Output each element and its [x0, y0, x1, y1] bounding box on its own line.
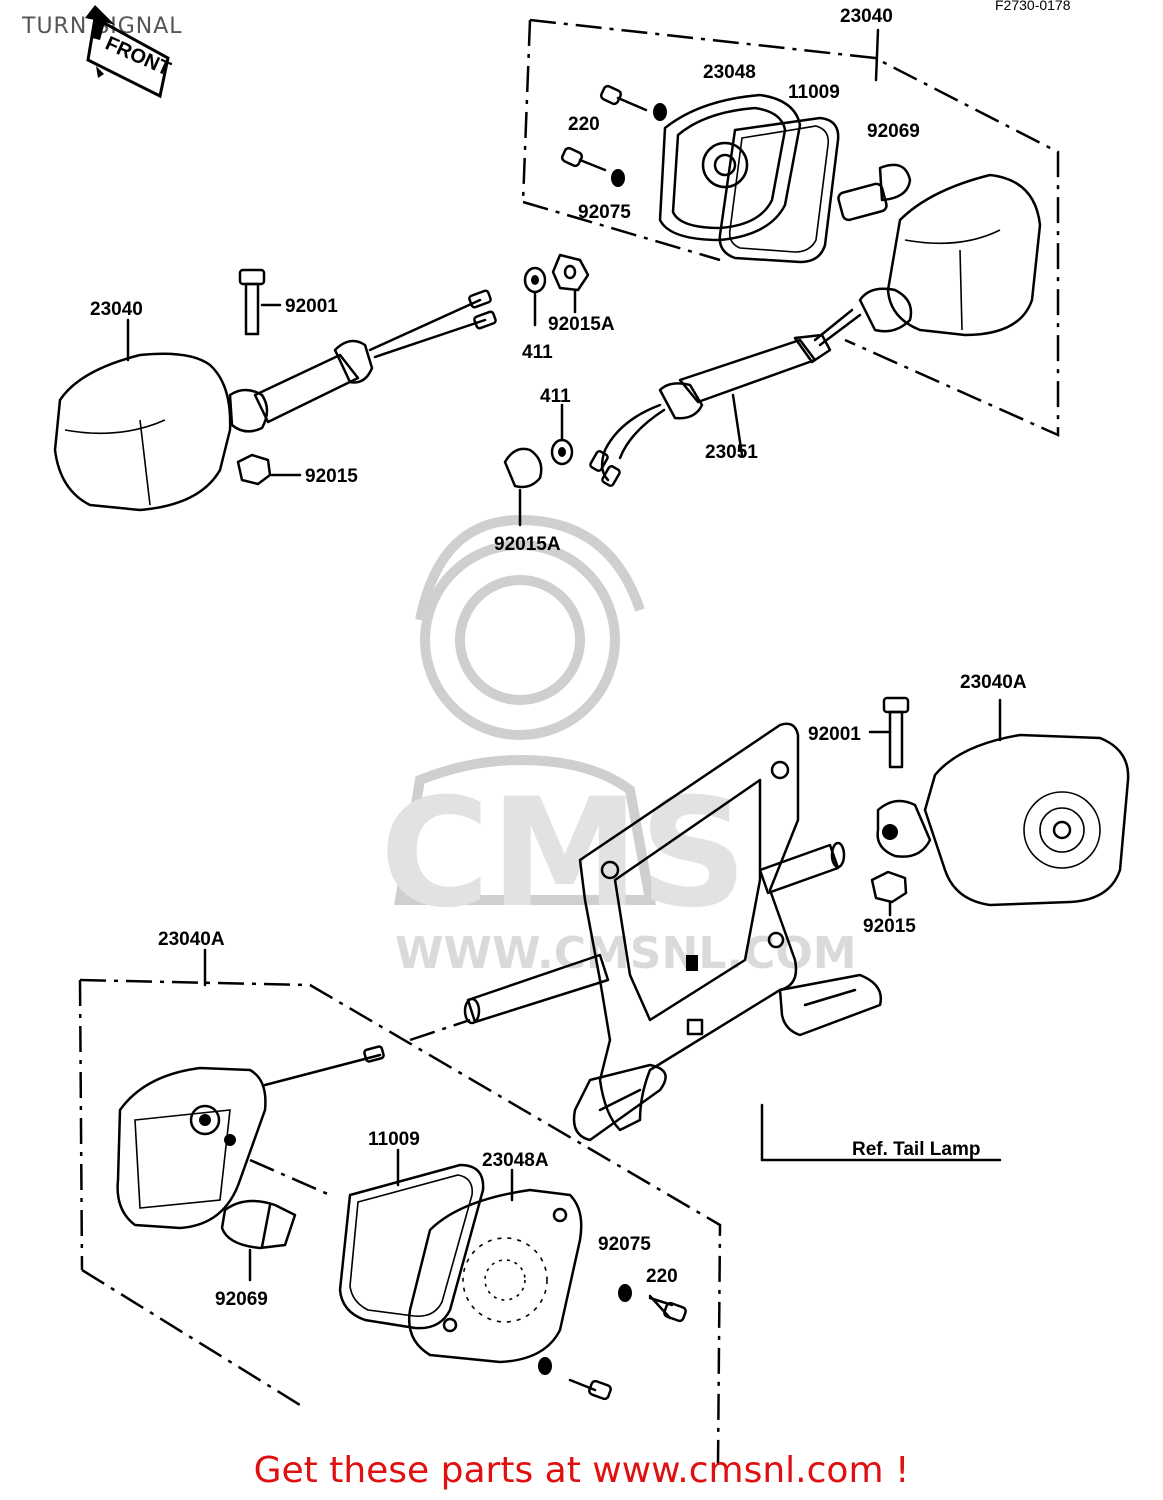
screw-bottom [538, 1284, 687, 1401]
callout-23048a: 23048A [482, 1150, 549, 1171]
front-arrow-icon: FRONT [85, 5, 174, 99]
callout-11009-top: 11009 [788, 82, 840, 103]
footer-link[interactable]: Get these parts at www.cmsnl.com ! [253, 1450, 910, 1491]
doc-code: F2730-0178 [995, 0, 1071, 13]
callout-11009-bottom: 11009 [368, 1129, 420, 1150]
callout-92015-left: 92015 [305, 466, 358, 487]
license-bracket [572, 722, 1002, 1162]
nut-left [236, 453, 302, 486]
callout-23048: 23048 [703, 62, 756, 83]
callout-92069-bottom: 92069 [215, 1289, 268, 1310]
callout-92001-left: 92001 [285, 296, 338, 317]
callout-92015a-upper: 92015A [548, 314, 615, 335]
callout-411-upper: 411 [522, 342, 553, 363]
callout-92015-right: 92015 [863, 916, 916, 937]
callout-23040a-right: 23040A [960, 672, 1027, 693]
front-lamp-exploded-box [521, 18, 1060, 437]
callouts: 23040 23048 11009 92069 220 92075 23040 … [90, 6, 1027, 1310]
callout-23040a-left: 23040A [158, 929, 225, 950]
lens-top [658, 93, 802, 242]
rear-lamp-housing-left [116, 1045, 385, 1230]
mount-rods [409, 841, 846, 1042]
bolt-left [238, 268, 282, 336]
screw-top [560, 84, 667, 187]
callout-92075-top: 92075 [578, 202, 631, 223]
callout-23040-top: 23040 [840, 6, 893, 27]
callout-92075-bottom: 92075 [598, 1234, 651, 1255]
front-lamp-housing-right [813, 173, 1042, 347]
watermark-brand: CMS [380, 767, 747, 941]
rear-lamp-exploded-box [78, 948, 722, 1466]
stalk-23051 [589, 333, 832, 487]
front-lamp-left [53, 289, 497, 512]
rear-lamp-right [876, 698, 1130, 907]
callout-92069-top: 92069 [867, 121, 920, 142]
nut-right [870, 870, 908, 917]
callout-220-top: 220 [568, 114, 600, 135]
bolt-right [868, 696, 910, 769]
callout-23040-left: 23040 [90, 299, 143, 320]
callout-92015a-lower: 92015A [494, 534, 561, 555]
lens-bottom [407, 1168, 583, 1364]
watermark: CMS WWW.CMSNL.COM [380, 514, 857, 979]
callout-411-lower: 411 [540, 386, 571, 407]
gasket-bottom [338, 1148, 485, 1330]
callout-220-bottom: 220 [646, 1266, 678, 1287]
washers-middle [503, 253, 590, 527]
bulb-top [837, 163, 912, 222]
callout-23051: 23051 [705, 442, 758, 463]
gasket-top [718, 116, 840, 264]
callout-ref-tail-lamp: Ref. Tail Lamp [852, 1139, 980, 1160]
callout-92001-right: 92001 [808, 724, 861, 745]
bulb-bottom [220, 1199, 297, 1282]
